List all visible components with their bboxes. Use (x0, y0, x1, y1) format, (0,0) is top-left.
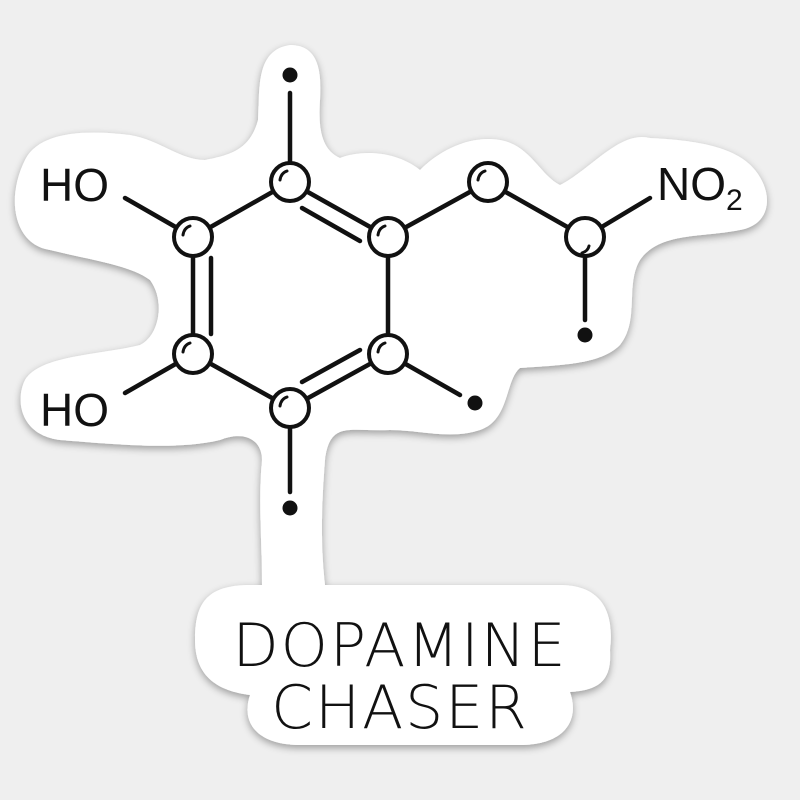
nitro-label-subscript: 2 (726, 184, 743, 217)
atom (269, 387, 311, 429)
atom (564, 216, 606, 258)
terminal-dots (282, 67, 593, 516)
terminal-dot (467, 395, 483, 411)
atom (172, 333, 214, 375)
atom (269, 161, 311, 203)
atom (367, 333, 409, 375)
terminal-dot (577, 327, 593, 343)
terminal-dot (282, 500, 298, 516)
nitro-label-main: NO (657, 158, 726, 210)
caption-line-1: DOPAMINE (232, 611, 568, 681)
atom (172, 216, 214, 258)
atom (467, 161, 509, 203)
nitro-label: NO2 (657, 161, 743, 216)
atom (367, 216, 409, 258)
hydroxyl-label-bottom: HO (40, 384, 109, 436)
hydroxyl-label-top: HO (40, 159, 109, 211)
atom-highlights (181, 169, 591, 408)
caption-line-2: CHASER (271, 673, 529, 743)
molecule-atoms (172, 161, 606, 429)
terminal-dot (282, 67, 298, 83)
